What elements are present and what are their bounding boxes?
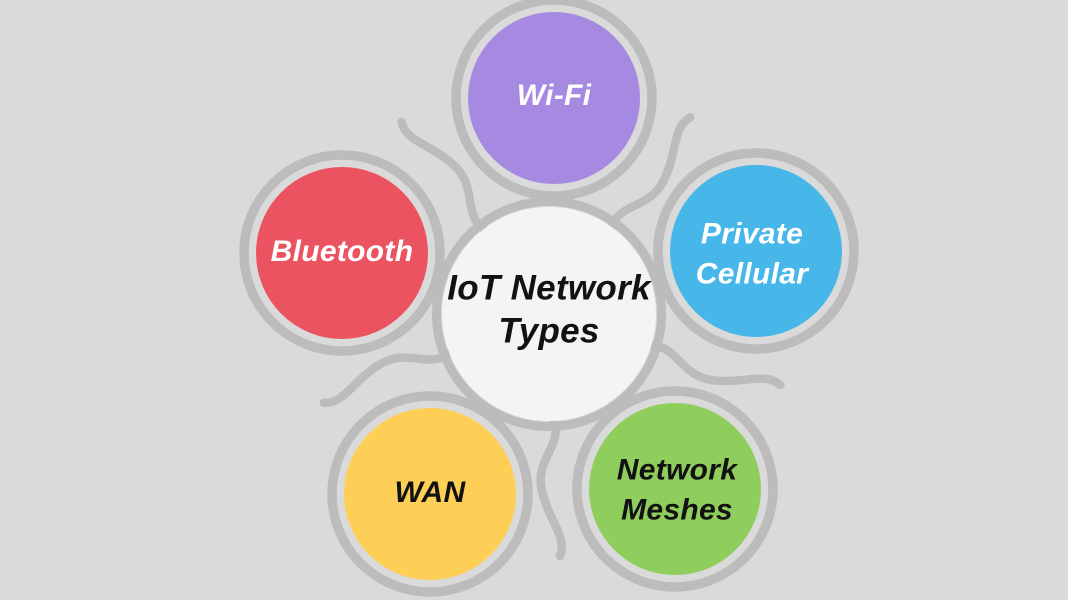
node-circle-wan (344, 408, 516, 580)
connector-spokes (319, 113, 785, 561)
connector-spoke-bottom (536, 409, 566, 561)
connector-spoke-top-left (397, 117, 495, 238)
node-label-wifi: Wi-Fi (516, 79, 592, 113)
node-ring-private-cellular (653, 148, 859, 354)
node-ring-wan (327, 391, 533, 597)
node-ring-bluetooth (239, 150, 445, 356)
node-ring-wifi (451, 0, 657, 201)
node-circle-private-cellular (670, 165, 842, 337)
connector-spoke-left (319, 344, 460, 408)
connector-spoke-right (639, 341, 785, 390)
node-ring-network-meshes (572, 386, 778, 592)
connector-spoke-top-right (605, 113, 695, 239)
node-circle-wifi (468, 12, 640, 184)
node-label-private-cellular: Private Cellular (695, 217, 809, 290)
center-circle (442, 207, 656, 421)
node-label-wan: WAN (394, 476, 466, 510)
node-circle-bluetooth (256, 167, 428, 339)
node-circle-network-meshes (589, 403, 761, 575)
node-label-bluetooth: Bluetooth (270, 235, 414, 269)
center-ring (432, 197, 666, 431)
center-label: IoT Network Types (447, 268, 651, 351)
node-label-network-meshes: Network Meshes (616, 453, 738, 526)
node-circles (256, 12, 842, 580)
node-rings (239, 0, 859, 597)
